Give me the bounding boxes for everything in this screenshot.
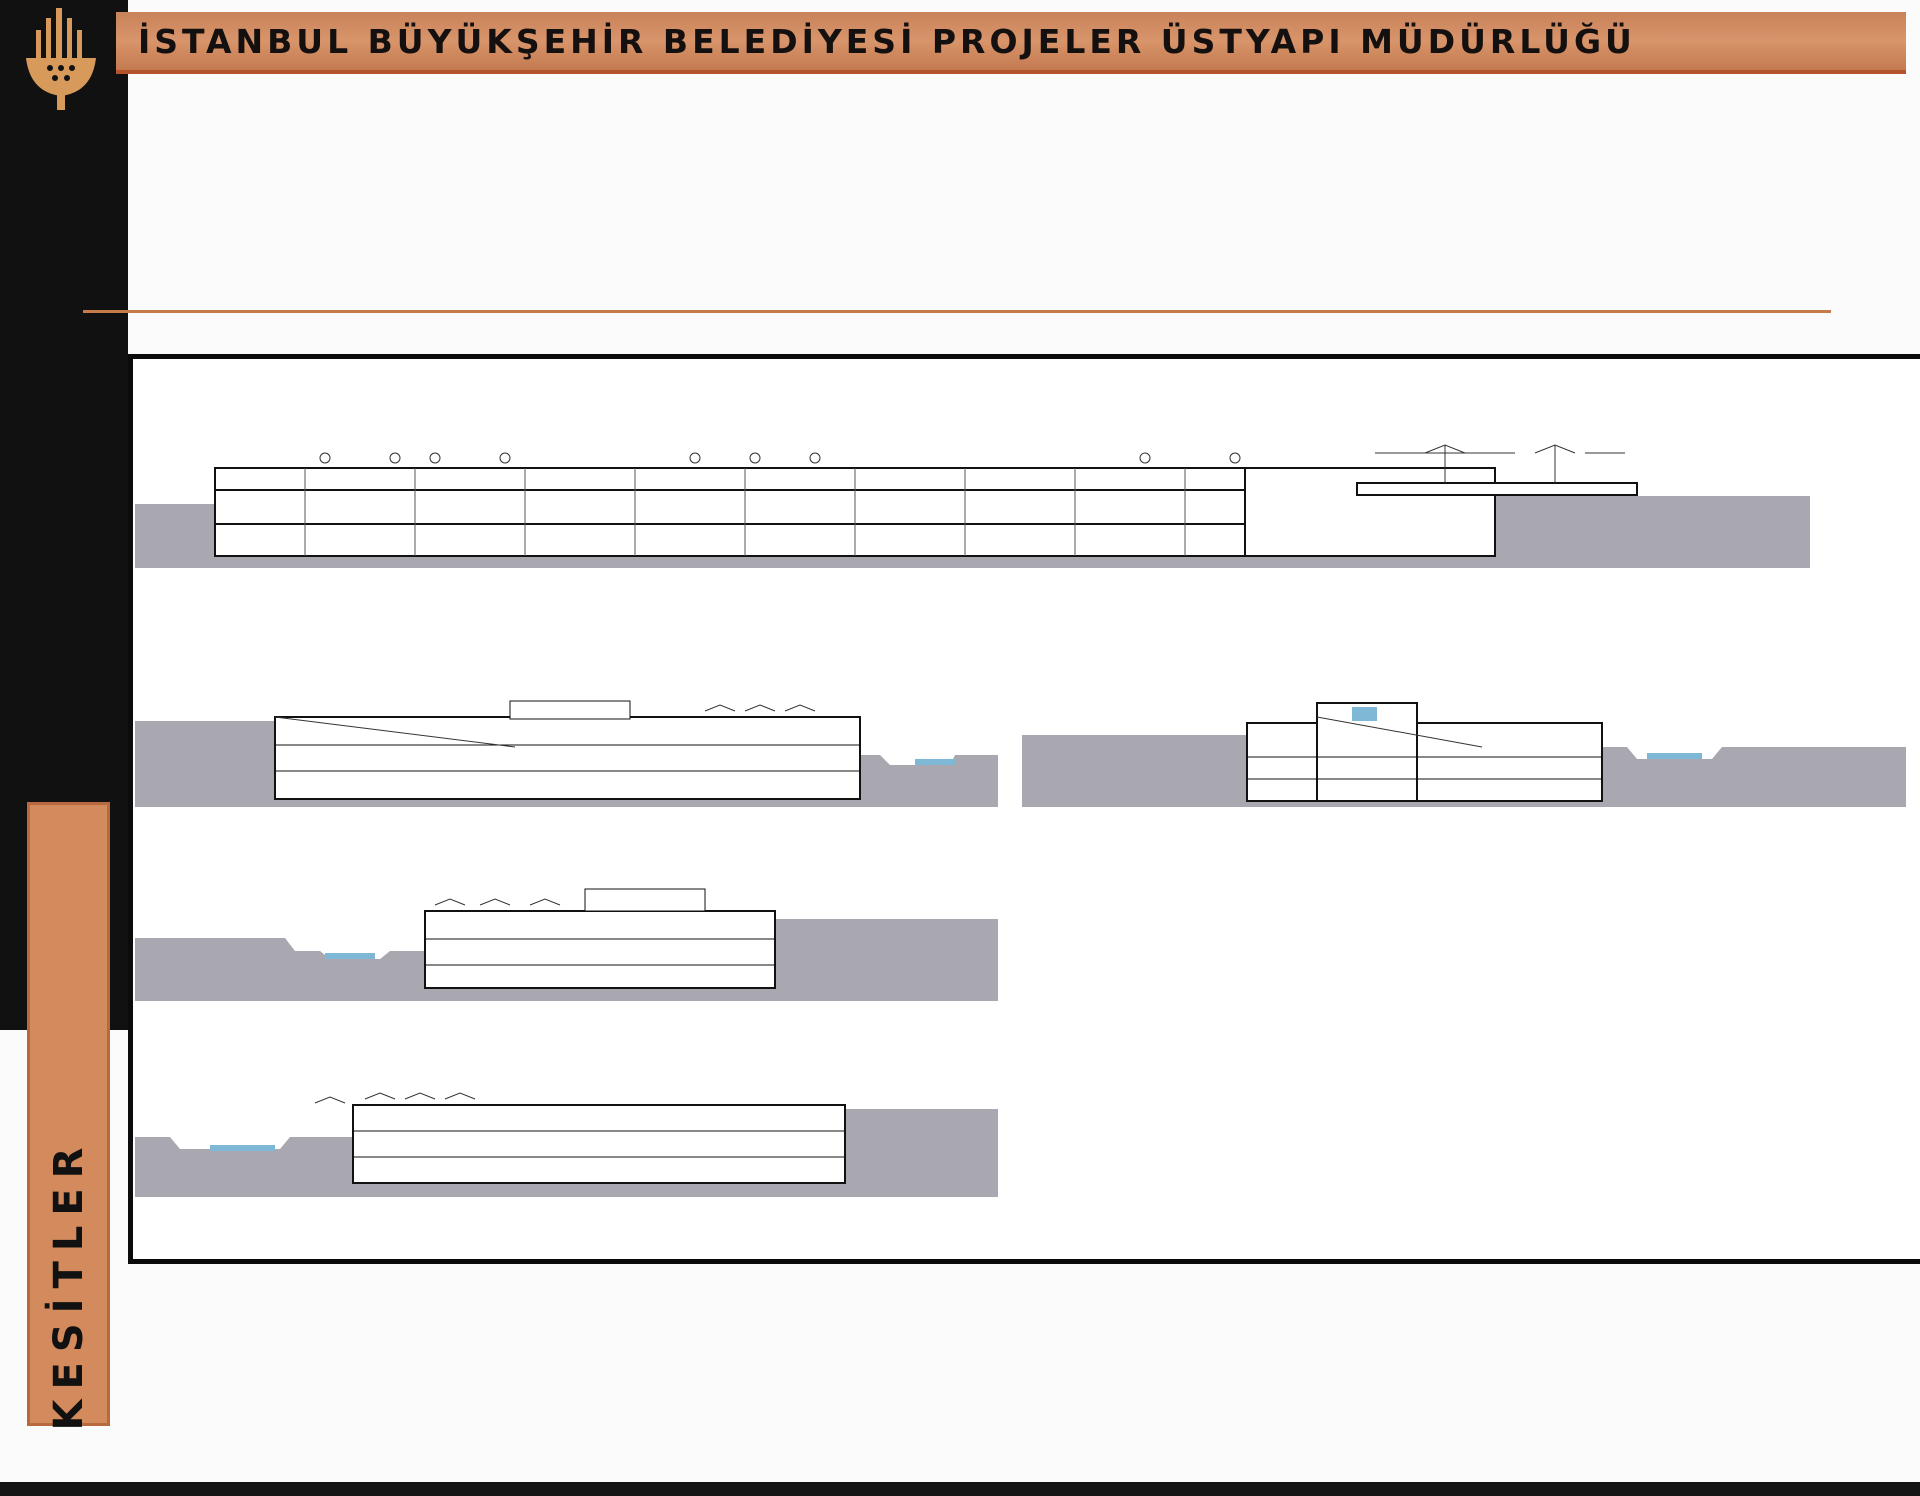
section-drawing-4 xyxy=(135,888,998,1001)
side-tab-kesitler: KESİTLER xyxy=(27,802,110,1430)
section-drawing-5 xyxy=(135,1092,998,1197)
section-drawing-long xyxy=(135,444,1810,568)
bottom-edge xyxy=(0,1482,1920,1496)
side-tab-label: KESİTLER xyxy=(45,1137,92,1431)
ibb-logo-icon xyxy=(26,8,96,110)
orange-divider xyxy=(83,310,1831,313)
section-drawing-3 xyxy=(1022,702,1906,807)
section-drawing-2 xyxy=(135,700,998,807)
header-bar: İSTANBUL BÜYÜKŞEHİR BELEDİYESİ PROJELER … xyxy=(116,12,1906,74)
header-title: İSTANBUL BÜYÜKŞEHİR BELEDİYESİ PROJELER … xyxy=(138,21,1636,61)
